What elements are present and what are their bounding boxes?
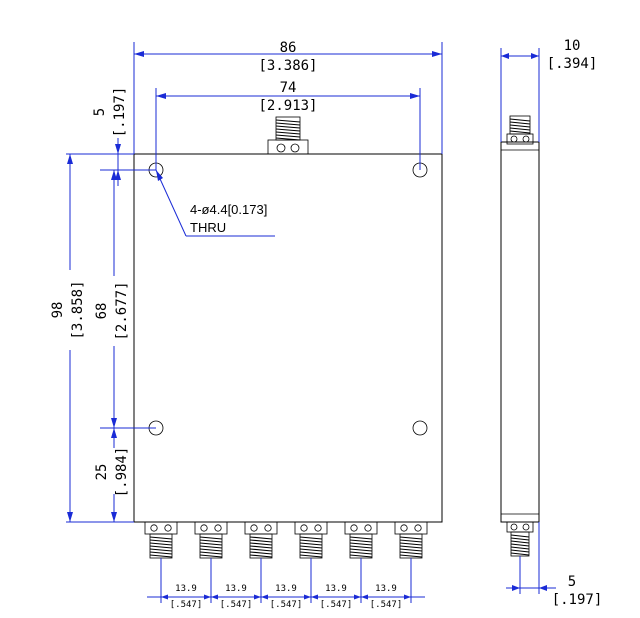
mounting-hole-bottom-right	[412, 420, 428, 436]
dim-top-margin-in: [.197]	[112, 87, 128, 138]
output-connector	[294, 521, 328, 559]
port-pitch-in: [.547]	[220, 600, 253, 610]
dim-hole-spacing-y-in: [2.677]	[114, 281, 130, 340]
input-connector	[267, 116, 309, 155]
dim-side-thickness: 10 [.394]	[500, 38, 598, 142]
dim-overall-height-in: [3.858]	[70, 280, 86, 339]
hole-note-thru: THRU	[190, 220, 226, 235]
dim-overall-width: 86 [3.386]	[133, 40, 443, 154]
dim-bottom-to-hole-mm: 25	[94, 464, 110, 481]
side-top-connector	[506, 115, 534, 145]
port-pitch-mm: 13.9	[375, 584, 397, 594]
output-connector	[144, 521, 178, 559]
side-bottom-connector	[506, 521, 534, 557]
port-pitch-mm: 13.9	[175, 584, 197, 594]
dim-hole-spacing-y-mm: 68	[94, 303, 110, 320]
dim-side-offset-mm: 5	[568, 574, 576, 590]
port-pitch-in: [.547]	[370, 600, 403, 610]
dim-overall-height-mm: 98	[50, 302, 66, 319]
port-pitch-mm: 13.9	[275, 584, 297, 594]
hole-callout: 4-ø4.4[0.173] THRU	[155, 169, 275, 237]
dim-hole-spacing-x: 74 [2.913]	[155, 80, 421, 170]
output-connector	[394, 521, 428, 559]
dim-hole-spacing-x-in: [2.913]	[258, 98, 317, 114]
front-body	[133, 153, 443, 523]
port-pitch-mm: 13.9	[325, 584, 347, 594]
side-body	[500, 141, 540, 523]
port-pitch-mm: 13.9	[225, 584, 247, 594]
dim-top-margin-mm: 5	[92, 108, 108, 116]
dim-overall-height: 98 [3.858]	[50, 154, 134, 523]
output-connectors	[144, 521, 428, 559]
port-pitch-in: [.547]	[170, 600, 203, 610]
port-pitch-in: [.547]	[270, 600, 303, 610]
dim-side-thickness-mm: 10	[564, 38, 581, 54]
port-pitch-in: [.547]	[320, 600, 353, 610]
hole-note-size: 4-ø4.4[0.173]	[190, 202, 267, 217]
dim-top-margin: 5 [.197]	[66, 87, 156, 186]
output-connector	[244, 521, 278, 559]
dim-side-connector-offset: 5 [.197]	[506, 522, 602, 608]
dim-hole-spacing-y: 68 [2.677]	[94, 170, 156, 429]
port-pitch-dimensions: 13.9 [.547] 13.9 [.547] 13.9 [.547] 13.9 [.547]…	[147, 558, 425, 610]
dim-bottom-to-hole-in: [.984]	[114, 447, 130, 498]
dim-bottom-to-hole: 25 [.984]	[94, 428, 130, 522]
dim-hole-spacing-x-mm: 74	[280, 80, 297, 96]
dim-overall-width-mm: 86	[280, 40, 297, 56]
output-connector	[344, 521, 378, 559]
dim-side-offset-in: [.197]	[552, 592, 603, 608]
dim-side-thickness-in: [.394]	[547, 56, 598, 72]
dim-overall-width-in: [3.386]	[258, 58, 317, 74]
output-connector	[194, 521, 228, 559]
